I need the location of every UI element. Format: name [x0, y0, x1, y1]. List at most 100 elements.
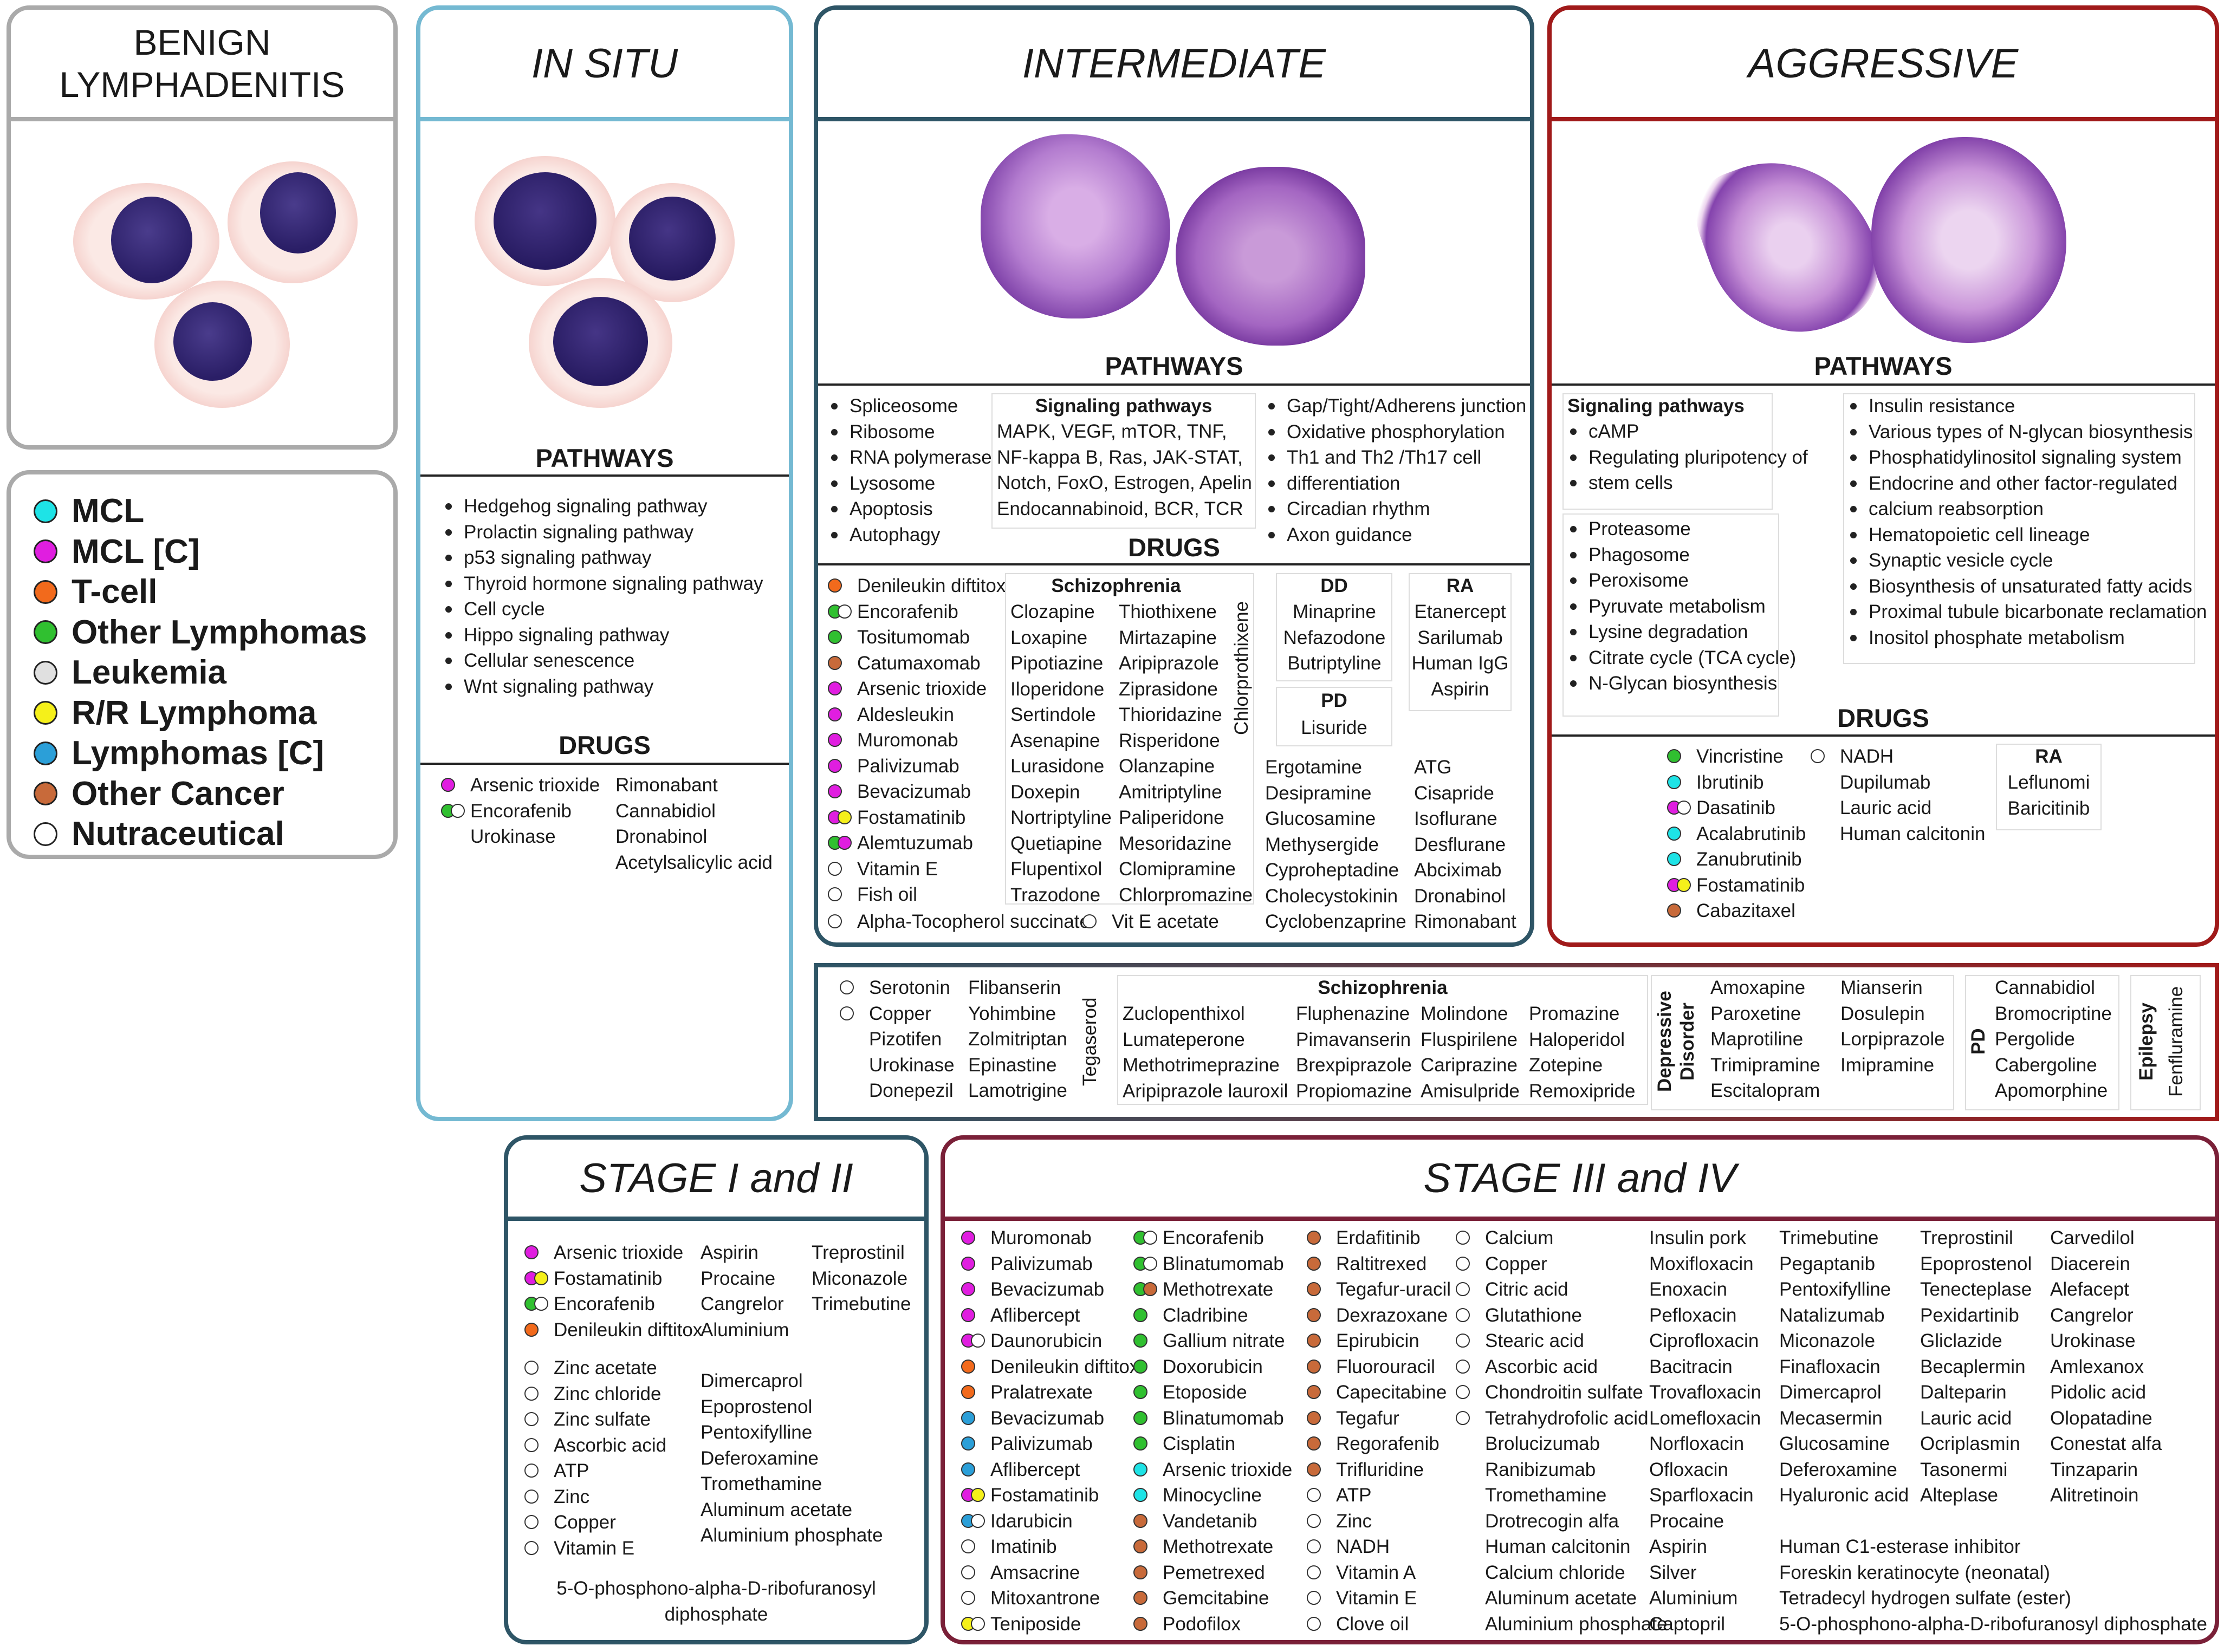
list-item: Lauric acid — [1920, 1406, 2032, 1432]
item-text: Palivizumab — [990, 1433, 1093, 1454]
item-text: Minocycline — [1163, 1485, 1262, 1506]
intermediate-signaling-box — [991, 393, 1256, 529]
drug-item: Vitamin E — [520, 1536, 666, 1562]
drug-item: Bevacizumab — [824, 779, 1006, 805]
list-item: Propiomazine — [1296, 1078, 1412, 1104]
item-text: Tromethamine — [1485, 1485, 1607, 1506]
list-item: Trimebutine — [812, 1291, 911, 1317]
category-dot — [1456, 1231, 1470, 1245]
list-item: Treprostinil — [1920, 1225, 2032, 1251]
drug-item: Vitamin E — [1302, 1585, 1451, 1611]
drug-item: Catumaxomab — [824, 651, 1006, 677]
drug-item: Human calcitonin — [1806, 821, 1985, 847]
item-text: Aluminum acetate — [701, 1499, 853, 1520]
list-item: Pentoxifylline — [701, 1420, 883, 1446]
list-item: Dalteparin — [1920, 1380, 2032, 1406]
category-dot — [961, 1436, 975, 1451]
drug-item: Cisplatin — [1129, 1431, 1292, 1457]
item-text: Zinc sulfate — [554, 1409, 651, 1430]
list-item: Lomefloxacin — [1649, 1406, 1761, 1432]
category-dot — [1307, 1565, 1321, 1579]
item-text: Zinc — [554, 1486, 590, 1507]
aggressive-divider-1 — [1552, 383, 2215, 386]
item-text: Daunorubicin — [990, 1330, 1103, 1351]
category-dot — [971, 1488, 985, 1502]
list-item: Aspirin — [701, 1240, 789, 1266]
list-item: Citrate cycle (TCA cycle) — [1567, 645, 1796, 671]
item-text: Carvedilol — [2050, 1227, 2135, 1248]
item-text: Lurasidone — [1010, 756, 1105, 777]
item-text: Copper — [554, 1512, 616, 1533]
legend-label: T-cell — [72, 573, 158, 610]
intermediate-schizo-box — [1005, 573, 1254, 905]
list-item: Haloperidol — [1529, 1027, 1635, 1053]
list-item: Clomipramine — [1119, 856, 1253, 882]
legend-dot — [34, 741, 57, 765]
item-text: Ribosome — [850, 421, 935, 443]
benign-nucleus-2 — [260, 172, 336, 253]
item-text: Rimonabant — [1414, 911, 1516, 932]
list-item: Thyroid hormone signaling pathway — [442, 571, 763, 597]
middle-schizo-title: Schizophrenia — [1318, 977, 1448, 998]
list-item: diphosphate — [508, 1602, 924, 1628]
item-text: Vitamin E — [554, 1537, 635, 1559]
item-text: Yohimbine — [968, 1003, 1056, 1024]
item-text: Nefazodone — [1283, 627, 1386, 648]
category-dot — [1456, 1359, 1470, 1374]
item-text: Pizotifen — [869, 1029, 942, 1050]
list-item: Lorpiprazole — [1840, 1026, 1945, 1052]
drug-item: Trifluridine — [1302, 1457, 1451, 1483]
item-text: Denileukin diftitox — [857, 575, 1006, 596]
category-dot — [961, 1256, 975, 1271]
item-text: Fostamatinib — [554, 1267, 663, 1289]
aggressive-ra-box — [1996, 744, 2102, 830]
list-item: Fluspirilene — [1421, 1027, 1520, 1053]
aggressive-cell-1 — [1683, 133, 1897, 357]
drug-item: Ranibizumab — [1451, 1457, 1668, 1483]
list-item: Sparfloxacin — [1649, 1482, 1761, 1508]
list-item: Tromethamine — [701, 1471, 883, 1497]
list-item: Apomorphine — [1995, 1078, 2112, 1104]
item-text: Biosynthesis of unsaturated fatty acids — [1869, 575, 2193, 597]
drug-item: Methotrexate — [1129, 1534, 1292, 1560]
list-item: Baricitinib — [1996, 796, 2102, 822]
item-text: Gemcitabine — [1163, 1588, 1269, 1609]
item-text: Dexrazoxane — [1336, 1304, 1448, 1326]
item-text: Etoposide — [1163, 1382, 1247, 1403]
item-text: Tetrahydrofolic acid — [1485, 1407, 1649, 1429]
insitu-nucleus-3 — [553, 297, 648, 386]
drug-item: Podofilox — [1129, 1611, 1292, 1637]
item-text: Lumateperone — [1123, 1029, 1245, 1050]
item-text: Ranibizumab — [1485, 1459, 1596, 1480]
item-text: Hematopoietic cell lineage — [1869, 524, 2090, 545]
item-text: Trimebutine — [1779, 1227, 1879, 1248]
item-text: 5-O-phosphono-alpha-D-ribofuranosyl — [556, 1578, 876, 1599]
list-item: Axon guidance — [1265, 522, 1526, 548]
item-text: 5-O-phosphono-alpha-D-ribofuranosyl diph… — [1779, 1613, 2207, 1635]
legend-item: MCL — [34, 491, 144, 531]
list-item: Pipotiazine — [1010, 651, 1112, 677]
category-dot — [1133, 1308, 1147, 1322]
list-item: Hematopoietic cell lineage — [1847, 522, 2207, 548]
legend-label: Leukemia — [72, 654, 227, 691]
list-item: Ocriplasmin — [1920, 1431, 2032, 1457]
middle-epi-title: Epilepsy — [2136, 1003, 2157, 1081]
item-text: Alefacept — [2050, 1279, 2129, 1300]
drug-item: Fostamatinib — [957, 1482, 1139, 1508]
item-text: Zanubrutinib — [1696, 849, 1802, 870]
aggressive-ra-title: RA — [2035, 746, 2063, 767]
item-text: Human calcitonin — [1840, 823, 1986, 844]
item-text: Desipramine — [1265, 782, 1372, 804]
category-dot — [1667, 903, 1681, 918]
category-dot — [1307, 1591, 1321, 1605]
list-item: Aripiprazole lauroxil — [1123, 1078, 1288, 1104]
list-item: Autophagy — [828, 522, 992, 548]
item-text: Lauric acid — [1920, 1407, 2012, 1429]
